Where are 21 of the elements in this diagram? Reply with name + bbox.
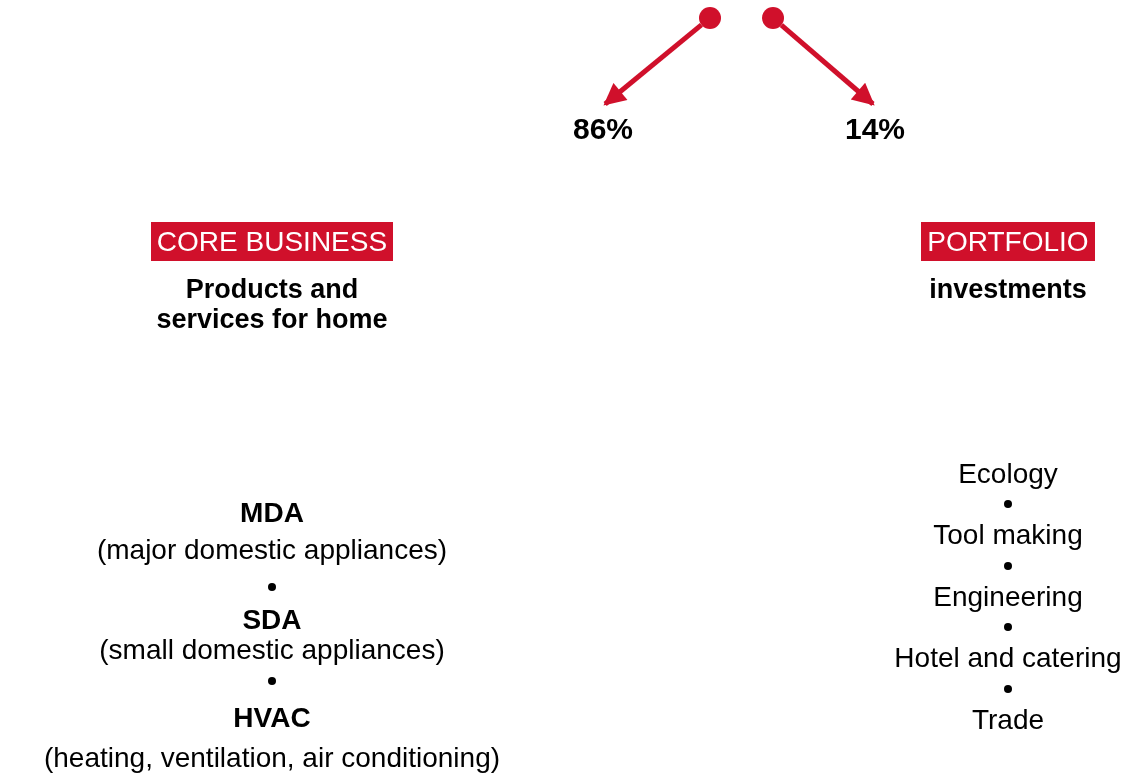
dot-marker [699,7,721,29]
percentage-label: 86% [572,111,633,147]
arrow [603,22,703,106]
category-name: HVAC [233,702,311,734]
category-label: Hotel and catering [894,642,1122,674]
category-label: Trade [971,704,1045,736]
category-description: investments [928,274,1088,304]
category-label: (heating, ventilation, air conditioning) [43,742,501,774]
category-heading: CORE BUSINESS [150,222,394,261]
category-label: Tool making [933,519,1083,551]
dot-marker [762,7,784,29]
percentage-label: 14% [844,111,905,147]
category-label: (small domestic appliances) [99,634,445,666]
category-heading: PORTFOLIO [921,222,1095,261]
arrow [779,23,875,106]
category-name: MDA [240,497,304,529]
category-label: (major domestic appliances) [96,534,448,566]
category-description: Products and services for home [155,274,389,334]
category-label: Ecology [958,458,1058,490]
category-name: SDA [242,604,302,636]
category-label: Engineering [933,581,1083,613]
